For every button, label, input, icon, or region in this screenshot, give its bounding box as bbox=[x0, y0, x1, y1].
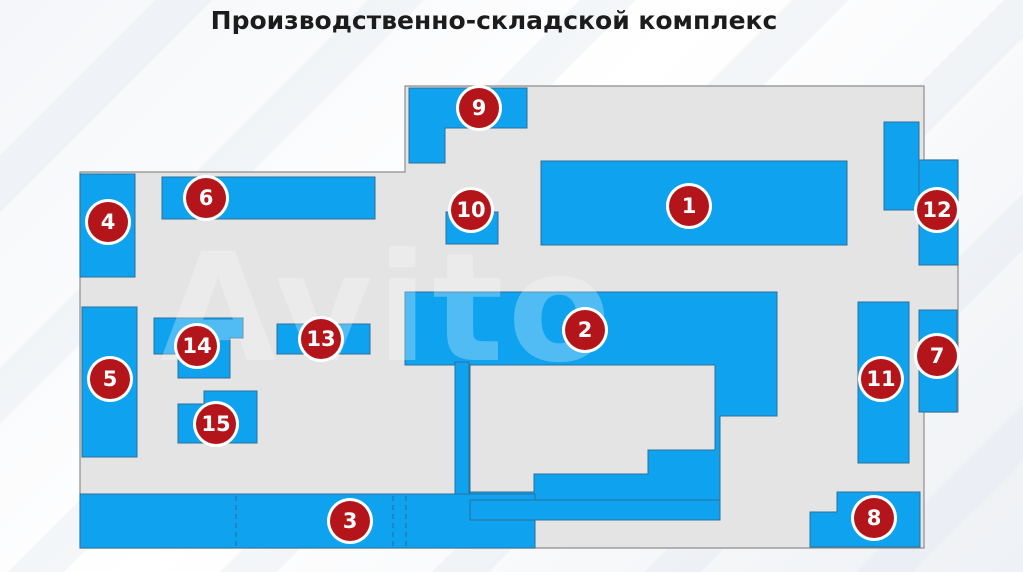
page-title: Производственно-складской комплекс bbox=[210, 6, 778, 35]
marker-label: 13 bbox=[306, 327, 335, 351]
marker-6: 6 bbox=[183, 175, 229, 221]
marker-3: 3 bbox=[327, 498, 373, 544]
watermark-text: Avito bbox=[160, 222, 615, 396]
marker-label: 15 bbox=[201, 412, 230, 436]
marker-label: 11 bbox=[866, 367, 895, 391]
marker-label: 7 bbox=[930, 344, 945, 368]
marker-14: 14 bbox=[174, 323, 220, 369]
zone-3 bbox=[79, 493, 536, 549]
marker-label: 14 bbox=[182, 334, 211, 358]
zone-2-courtyard bbox=[469, 364, 716, 493]
zone-3-right bbox=[469, 499, 721, 521]
marker-10: 10 bbox=[448, 187, 494, 233]
marker-7: 7 bbox=[914, 333, 960, 379]
marker-label: 6 bbox=[199, 186, 214, 210]
marker-5: 5 bbox=[87, 356, 133, 402]
marker-12: 12 bbox=[914, 187, 960, 233]
marker-label: 1 bbox=[682, 194, 697, 218]
marker-9: 9 bbox=[456, 85, 502, 131]
marker-label: 12 bbox=[922, 198, 951, 222]
marker-15: 15 bbox=[193, 401, 239, 447]
marker-label: 8 bbox=[867, 506, 882, 530]
marker-label: 3 bbox=[343, 509, 358, 533]
marker-label: 2 bbox=[578, 318, 593, 342]
marker-2: 2 bbox=[562, 307, 608, 353]
marker-11: 11 bbox=[858, 356, 904, 402]
marker-label: 10 bbox=[456, 198, 485, 222]
marker-label: 4 bbox=[101, 210, 116, 234]
marker-8: 8 bbox=[851, 495, 897, 541]
marker-1: 1 bbox=[666, 183, 712, 229]
marker-4: 4 bbox=[85, 199, 131, 245]
zone-12 bbox=[883, 121, 920, 211]
marker-label: 5 bbox=[103, 367, 118, 391]
marker-13: 13 bbox=[298, 316, 344, 362]
marker-label: 9 bbox=[472, 96, 487, 120]
